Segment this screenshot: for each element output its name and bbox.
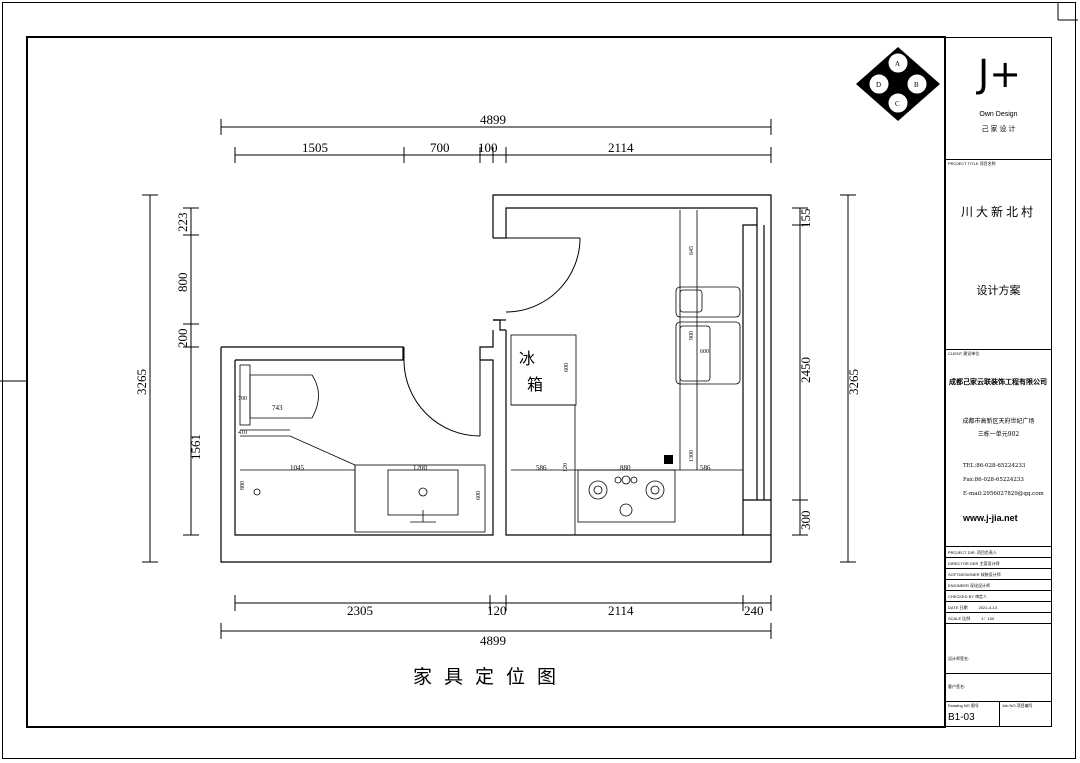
svg-text:2450: 2450 <box>798 357 813 383</box>
svg-text:1505: 1505 <box>302 140 328 155</box>
address-line2: 三栋一单元902 <box>977 431 1020 438</box>
title-block: J+ Own Design 己 家 设 计 PROJECT TITLE 项目名称… <box>945 37 1052 727</box>
svg-text:155: 155 <box>798 209 813 229</box>
row-director: DIRECTOR DER 主案设计师 <box>946 558 1051 569</box>
project-title-label: PROJECT TITLE 项目名称 <box>948 161 996 166</box>
svg-text:743: 743 <box>272 404 283 412</box>
svg-text:700: 700 <box>430 140 450 155</box>
compass-icon: A B C D <box>856 47 940 121</box>
drawing-no-cell: Drawing NO 图号 Job NO 项目编号 B1-03 <box>946 702 1051 726</box>
svg-text:C: C <box>895 100 900 108</box>
svg-text:A: A <box>895 60 900 68</box>
tel: TEL:86-028-65224233 <box>963 463 1026 469</box>
svg-text:200: 200 <box>175 329 190 349</box>
svg-text:120: 120 <box>563 463 569 472</box>
brand-cn: 己 家 设 计 <box>981 126 1016 133</box>
svg-text:1045: 1045 <box>290 464 305 472</box>
svg-text:645: 645 <box>689 246 695 255</box>
svg-text:120: 120 <box>487 603 507 618</box>
row-softdesigner: SOFTDESIGNER 软装设计师 <box>946 569 1051 580</box>
brand-name: Own Design <box>979 111 1018 118</box>
svg-text:900: 900 <box>689 331 695 340</box>
company-name: 成都己家云联装饰工程有限公司 <box>949 378 1047 386</box>
svg-text:3265: 3265 <box>134 369 149 395</box>
svg-text:880: 880 <box>620 464 631 472</box>
job-no-label: Job NO 项目编号 <box>1002 703 1033 708</box>
svg-text:1561: 1561 <box>188 434 203 460</box>
row-date: DATE 日期 2021-4-13 <box>946 602 1051 613</box>
row-engineer: ENGINEER 深化设计师 <box>946 580 1051 591</box>
svg-text:2114: 2114 <box>608 140 634 155</box>
svg-text:1300: 1300 <box>689 450 695 462</box>
address-line1: 成都市高新区天府世纪广场 <box>962 418 1035 425</box>
svg-text:3265: 3265 <box>846 369 861 395</box>
svg-text:4899: 4899 <box>480 633 506 648</box>
svg-text:箱: 箱 <box>527 376 543 394</box>
svg-text:2305: 2305 <box>347 603 373 618</box>
svg-text:100: 100 <box>478 140 498 155</box>
project-cell: PROJECT TITLE 项目名称 川大新北村 设计方案 <box>946 160 1051 350</box>
svg-text:880: 880 <box>240 481 246 490</box>
email: E-mail:2956027829@qq.com <box>963 491 1044 497</box>
row-scale: SCALE 比例 1：100 <box>946 613 1051 624</box>
client-sign-label: 客户签名: <box>948 684 966 689</box>
svg-text:2114: 2114 <box>608 603 634 618</box>
svg-text:410: 410 <box>238 430 247 436</box>
drawing-no-label: Drawing NO 图号 <box>948 703 979 708</box>
project-name: 川大新北村 <box>960 205 1036 219</box>
svg-text:240: 240 <box>744 603 764 618</box>
designer-sign-label: 设计师签名: <box>948 656 970 661</box>
website: www.j-jia.net <box>963 513 1018 523</box>
svg-text:D: D <box>876 81 881 89</box>
scheme-label: 设计方案 <box>976 284 1021 297</box>
client-label: CLIENT 建设单位 <box>948 351 980 356</box>
svg-text:1200: 1200 <box>413 464 428 472</box>
svg-text:223: 223 <box>175 213 190 233</box>
svg-text:800: 800 <box>175 273 190 293</box>
client-sign-cell: 客户签名: <box>946 674 1051 702</box>
svg-text:600: 600 <box>700 349 709 355</box>
svg-text:600: 600 <box>564 363 570 372</box>
svg-text:4899: 4899 <box>480 112 506 127</box>
drawing-title: 家具定位图 <box>413 666 569 688</box>
designer-sign-cell: 设计师签名: <box>946 624 1051 674</box>
svg-text:586: 586 <box>536 464 547 472</box>
logo: J+ <box>978 52 1022 96</box>
svg-text:B: B <box>914 81 919 89</box>
svg-text:600: 600 <box>476 491 482 500</box>
logo-cell: J+ Own Design 己 家 设 计 <box>946 38 1051 160</box>
client-cell: CLIENT 建设单位 成都己家云联装饰工程有限公司 成都市高新区天府世纪广场 … <box>946 350 1051 547</box>
row-project-dir: PROJECT DIR. 项目负责人 <box>946 547 1051 558</box>
svg-text:586: 586 <box>700 464 711 472</box>
svg-text:700: 700 <box>238 396 247 402</box>
fax: Fax:86-028-65224233 <box>963 477 1024 483</box>
svg-text:300: 300 <box>798 511 813 531</box>
svg-text:冰: 冰 <box>519 350 535 368</box>
row-checked-by: CHECKED BY 审定人 <box>946 591 1051 602</box>
drawing-no: B1-03 <box>948 712 975 723</box>
